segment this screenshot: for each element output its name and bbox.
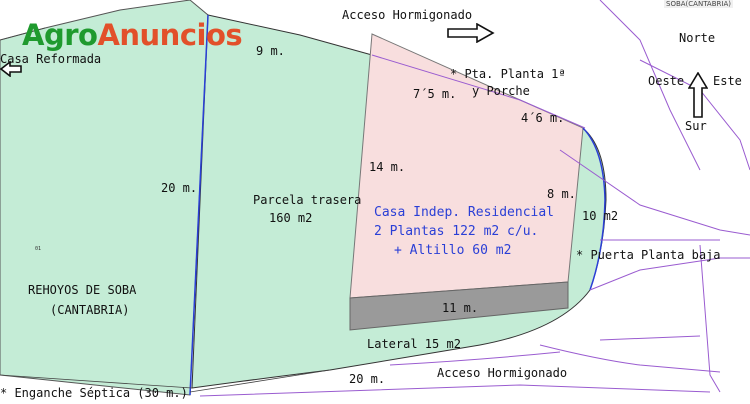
label-9m: 9 m. [256,44,285,58]
compass-north: Norte [679,31,716,45]
porch-strip [349,281,569,331]
label-160-m2: 160 m2 [269,211,313,225]
logo-part-anuncios: Anuncios [97,18,243,52]
label-parcela-trasera: Parcela trasera [253,193,362,207]
parcel-edges [0,27,331,393]
boundary-line-right [582,127,606,291]
label-14m: 14 m. [369,160,406,174]
house-desc-line3: + Altillo 60 m2 [394,243,512,258]
arrow-right-icon [447,23,495,43]
label-cantabria: (CANTABRIA) [50,303,130,317]
compass-west: Oeste [648,74,685,88]
road-label-top: Acceso Hormigonado [342,8,473,22]
agroanuncios-logo: AgroAnuncios [22,18,243,52]
label-20m-left: 20 m. [161,181,198,195]
road-lines [199,0,750,397]
road-label-bottom: Acceso Hormigonado [437,366,568,380]
compass-south: Sur [685,119,707,133]
label-11m: 11 m. [442,301,479,315]
label-enganche-septica: * Enganche Séptica (30 m.) [0,386,188,400]
label-4-6m: 4´6 m. [521,111,565,125]
label-7-5m: 7´5 m. [413,87,457,101]
tiny-marker: 01 [35,246,42,252]
house-desc-line1: Casa Indep. Residencial [374,205,555,220]
label-casa-reformada: Casa Reformada [0,52,102,66]
arrow-left-icon [0,61,22,77]
label-puerta-planta-baja: * Puerta Planta baja [576,248,721,262]
boundary-line-left [189,14,209,396]
label-8m: 8 m. [547,187,576,201]
label-porche: y Porche [472,84,530,98]
house-desc-line2: 2 Plantas 122 m2 c/u. [374,224,539,239]
label-pta-planta-1: * Pta. Planta 1ª [450,67,566,81]
left-parcel-area [0,0,209,396]
label-lateral-15-m2: Lateral 15 m2 [367,337,461,351]
label-rehoyos-de-soba: REHOYOS DE SOBA [28,283,137,297]
logo-part-agro: Agro [22,18,98,52]
corner-location-tag: SOBA(CANTABRIA) [664,0,733,8]
compass-east: Este [713,74,742,88]
label-10-m2: 10 m2 [582,209,619,223]
north-arrow-icon [688,72,708,118]
label-20m-bottom: 20 m. [349,372,386,386]
